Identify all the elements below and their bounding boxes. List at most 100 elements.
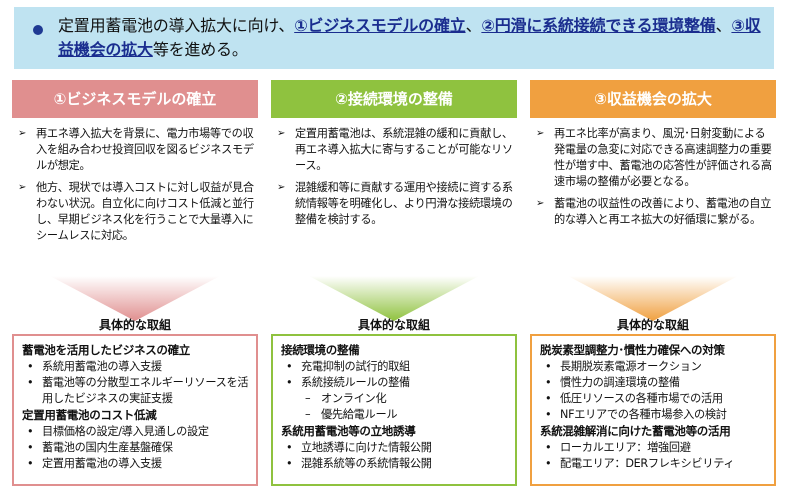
arrow-label: 具体的な取組 bbox=[357, 318, 430, 332]
box-heading: 定置用蓄電池のコスト低減 bbox=[22, 408, 157, 422]
down-arrow-icon bbox=[50, 276, 220, 321]
down-arrow-icon bbox=[568, 276, 738, 321]
summary-text-d: 等を進める。 bbox=[152, 40, 248, 59]
list-item: • ローカルエリア：増強回避 bbox=[540, 440, 768, 456]
bullet-dot-icon: • bbox=[545, 441, 552, 454]
summary-highlight-3: ③収益機会の拡大 bbox=[58, 16, 761, 59]
bullet-dot-icon: • bbox=[545, 392, 552, 405]
list-item-text: 系統接続ルールの整備 bbox=[301, 376, 410, 389]
bullet-dot-icon: • bbox=[286, 360, 293, 373]
bullet-dot-icon: • bbox=[545, 376, 552, 389]
list-item: • 立地誘導に向けた情報公開 bbox=[281, 440, 509, 456]
list-item-text: 目標価格の設定/導入見通しの設定 bbox=[42, 425, 209, 438]
arrow-label: 具体的な取組 bbox=[98, 318, 171, 332]
summary-text: 定置用蓄電池の導入拡大に向け、①ビジネスモデルの確立、②円滑に系統接続できる環境… bbox=[58, 14, 763, 62]
desc-item: ➢ 再エネ比率が高まり、風況･日射変動による発電量の急変に対応できる高速調整力の重… bbox=[536, 126, 772, 190]
summary-highlight-2: ②円滑に系統接続できる環境整備 bbox=[481, 16, 716, 35]
desc-text: 定置用蓄電池は、系統混雑の緩和に貢献し、再エネ導入拡大に寄与することが可能なリソ… bbox=[295, 127, 513, 172]
box-heading: 脱炭素型調整力･慣性力確保への対策 bbox=[540, 343, 725, 357]
list-item: • 配電エリア：DERフレキシビリティ bbox=[540, 456, 768, 472]
list-item-text: NFエリアでの各種市場参入の検討 bbox=[560, 408, 727, 421]
list-item: • NFエリアでの各種市場参入の検討 bbox=[540, 407, 768, 423]
list-item: • 目標価格の設定/導入見通しの設定 bbox=[22, 424, 250, 440]
list-item-text: 系統用蓄電池の導入支援 bbox=[42, 360, 162, 373]
list-item: • 蓄電池等の分散型エネルギーリソースを活用したビジネスの実証支援 bbox=[22, 375, 250, 407]
arrow-bullet-icon: ➢ bbox=[536, 128, 545, 139]
desc-text: 蓄電池の収益性の改善により、蓄電池の自立的な導入と再エネ拡大の好循環に繋がる。 bbox=[554, 197, 772, 226]
list-item: • 定置用蓄電池の導入支援 bbox=[22, 456, 250, 472]
column-description: ➢ 定置用蓄電池は、系統混雑の緩和に貢献し、再エネ導入拡大に寄与することが可能なリ… bbox=[271, 118, 517, 228]
list-item: • 低圧リソースの各種市場での活用 bbox=[540, 391, 768, 407]
list-item-text: 立地誘導に向けた情報公開 bbox=[301, 441, 432, 454]
arrow-label: 具体的な取組 bbox=[616, 318, 689, 332]
list-item: • 系統接続ルールの整備 bbox=[281, 375, 509, 391]
box-heading: 接続環境の整備 bbox=[281, 343, 360, 357]
summary-header: 定置用蓄電池の導入拡大に向け、①ビジネスモデルの確立、②円滑に系統接続できる環境… bbox=[14, 7, 774, 69]
arrow-bullet-icon: ➢ bbox=[536, 198, 545, 209]
bullet-dot-icon: • bbox=[27, 360, 34, 373]
summary-text-c: 、 bbox=[715, 16, 732, 35]
initiatives-box-business: 蓄電池を活用したビジネスの確立 • 系統用蓄電池の導入支援 • 蓄電池等の分散型エネ… bbox=[12, 334, 258, 486]
list-item: • 蓄電池の国内生産基盤確保 bbox=[22, 440, 250, 456]
column-business-model: ①ビジネスモデルの確立 ➢再エネ導入拡大を背景に、電力市場等での収入を組み合わせ… bbox=[12, 80, 258, 250]
box-heading: 系統用蓄電池等の立地誘導 bbox=[281, 424, 416, 438]
box-heading: 系統混雑解消に向けた蓄電池等の活用 bbox=[540, 424, 731, 438]
list-item: • 系統用蓄電池の導入支援 bbox=[22, 359, 250, 375]
bullet-dot-icon: • bbox=[286, 376, 293, 389]
sub-list-item-text: 優先給電ルール bbox=[321, 408, 398, 421]
column-title: ③収益機会の拡大 bbox=[530, 80, 776, 118]
list-item: • 混雑系統等の系統情報公開 bbox=[281, 456, 509, 472]
list-item-text: 低圧リソースの各種市場での活用 bbox=[560, 392, 723, 405]
box-heading: 蓄電池を活用したビジネスの確立 bbox=[22, 343, 190, 357]
desc-text: 再エネ比率が高まり、風況･日射変動による発電量の急変に対応できる高速調整力の重要… bbox=[554, 127, 772, 188]
sub-list-item: –優先給電ルール bbox=[281, 407, 509, 423]
summary-text-a: 定置用蓄電池の導入拡大に向け、 bbox=[58, 16, 295, 35]
arrow-bullet-icon: ➢ bbox=[18, 182, 27, 193]
list-item-text: ローカルエリア：増強回避 bbox=[560, 441, 691, 454]
bullet-dot-icon: • bbox=[27, 376, 34, 389]
bullet-dot-icon: • bbox=[286, 457, 293, 470]
column-description: ➢ 再エネ導入拡大を背景に、電力市場等での収入を組み合わせ投資回収を図るビジネスモ… bbox=[12, 118, 258, 244]
bullet-dot-icon: • bbox=[27, 425, 34, 438]
list-item-text: 定置用蓄電池の導入支援 bbox=[42, 457, 162, 470]
bullet-dot-icon: • bbox=[545, 408, 552, 421]
list-item: • 慣性力の調達環境の整備 bbox=[540, 375, 768, 391]
dash-icon: – bbox=[305, 392, 311, 405]
list-item-text: 長期脱炭素電源オークション bbox=[560, 360, 702, 373]
down-arrow-icon bbox=[309, 276, 479, 321]
desc-item: ➢ 蓄電池の収益性の改善により、蓄電池の自立的な導入と再エネ拡大の好循環に繋がる。 bbox=[536, 196, 772, 228]
column-revenue-opportunities: ③収益機会の拡大 ➢ 再エネ比率が高まり、風況･日射変動による発電量の急変に対応で… bbox=[530, 80, 776, 234]
summary-text-b: 、 bbox=[465, 16, 482, 35]
dash-icon: – bbox=[305, 408, 311, 421]
desc-text: 再エネ導入拡大を背景に、電力市場等での収入を組み合わせ投資回収を図るビジネスモデ… bbox=[36, 127, 254, 172]
bullet-icon bbox=[33, 25, 43, 35]
summary-highlight-1: ①ビジネスモデルの確立 bbox=[294, 16, 466, 35]
desc-item: ➢ 再エネ導入拡大を背景に、電力市場等での収入を組み合わせ投資回収を図るビジネスモ… bbox=[18, 126, 254, 174]
desc-item: ➢ 定置用蓄電池は、系統混雑の緩和に貢献し、再エネ導入拡大に寄与することが可能なリ… bbox=[277, 126, 513, 174]
arrow-bullet-icon: ➢ bbox=[277, 182, 286, 193]
bullet-dot-icon: • bbox=[545, 457, 552, 470]
column-title: ②接続環境の整備 bbox=[271, 80, 517, 118]
list-item: • 長期脱炭素電源オークション bbox=[540, 359, 768, 375]
list-item-text: 慣性力の調達環境の整備 bbox=[560, 376, 680, 389]
list-item-text: 蓄電池等の分散型エネルギーリソースを活用したビジネスの実証支援 bbox=[42, 376, 249, 405]
bullet-dot-icon: • bbox=[286, 441, 293, 454]
bullet-dot-icon: • bbox=[27, 441, 34, 454]
list-item-text: 充電抑制の試行的取組 bbox=[301, 360, 410, 373]
list-item-text: 蓄電池の国内生産基盤確保 bbox=[42, 441, 173, 454]
desc-item: ➢ 混雑緩和等に貢献する運用や接続に資する系統情報等を明確化し、より円滑な接続環境… bbox=[277, 180, 513, 228]
desc-item: ➢他方、現状では導入コストに対し収益が見合わない状況。自立化に向けコスト低減と並… bbox=[18, 180, 254, 244]
sub-list-item-text: オンライン化 bbox=[321, 392, 387, 405]
sub-list-item: –オンライン化 bbox=[281, 391, 509, 407]
initiatives-box-connection: 接続環境の整備 •充電抑制の試行的取組 •系統接続ルールの整備 –オンライン化 … bbox=[271, 334, 517, 486]
list-item-text: 配電エリア：DERフレキシビリティ bbox=[560, 457, 735, 470]
arrow-bullet-icon: ➢ bbox=[277, 128, 286, 139]
column-description: ➢ 再エネ比率が高まり、風況･日射変動による発電量の急変に対応できる高速調整力の重… bbox=[530, 118, 776, 228]
initiatives-box-revenue: 脱炭素型調整力･慣性力確保への対策 • 長期脱炭素電源オークション • 慣性力の調達… bbox=[530, 334, 776, 486]
list-item: • 充電抑制の試行的取組 bbox=[281, 359, 509, 375]
arrow-bullet-icon: ➢ bbox=[18, 128, 27, 139]
bullet-dot-icon: • bbox=[545, 360, 552, 373]
bullet-dot-icon: • bbox=[27, 457, 34, 470]
desc-text: 混雑緩和等に貢献する運用や接続に資する系統情報等を明確化し、より円滑な接続環境の… bbox=[295, 181, 513, 226]
list-item-text: 混雑系統等の系統情報公開 bbox=[301, 457, 432, 470]
